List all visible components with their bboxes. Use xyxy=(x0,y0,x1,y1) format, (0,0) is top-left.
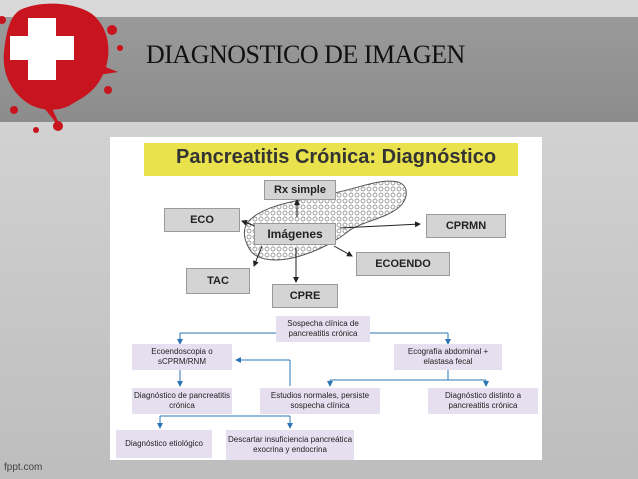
flow-descartar: Descartar insuficiencia pancreática exoc… xyxy=(226,430,354,460)
medical-cross-logo xyxy=(0,3,123,133)
box-cprmn: CPRMN xyxy=(426,214,506,238)
flow-ecoendoscopia: Ecoendoscopia o sCPRM/RNM xyxy=(132,344,232,370)
box-tac: TAC xyxy=(186,268,250,294)
box-eco: ECO xyxy=(164,208,240,232)
diagram-banner-text: Pancreatitis Crónica: Diagnóstico xyxy=(176,146,497,168)
flow-diagnostico-pc: Diagnóstico de pancreatitis crónica xyxy=(132,388,232,414)
box-cpre: CPRE xyxy=(272,284,338,308)
diagram-banner xyxy=(144,143,518,176)
box-imagenes: Imágenes xyxy=(254,223,336,245)
flow-sospecha: Sospecha clínica de pancreatitis crónica xyxy=(276,316,370,342)
flow-etiologico: Diagnóstico etiológico xyxy=(116,430,212,458)
flow-estudios-normales: Estudios normales, persiste sospecha clí… xyxy=(260,388,380,414)
box-rx-simple: Rx simple xyxy=(264,180,336,200)
fppt-watermark: fppt.com xyxy=(4,462,43,473)
slide-title: DIAGNOSTICO DE IMAGEN xyxy=(146,40,465,69)
flow-diagnostico-distinto: Diagnóstico distinto a pancreatitis crón… xyxy=(428,388,538,414)
flow-ecografia: Ecografía abdominal + elastasa fecal xyxy=(394,344,502,370)
box-ecoendo: ECOENDO xyxy=(356,252,450,276)
